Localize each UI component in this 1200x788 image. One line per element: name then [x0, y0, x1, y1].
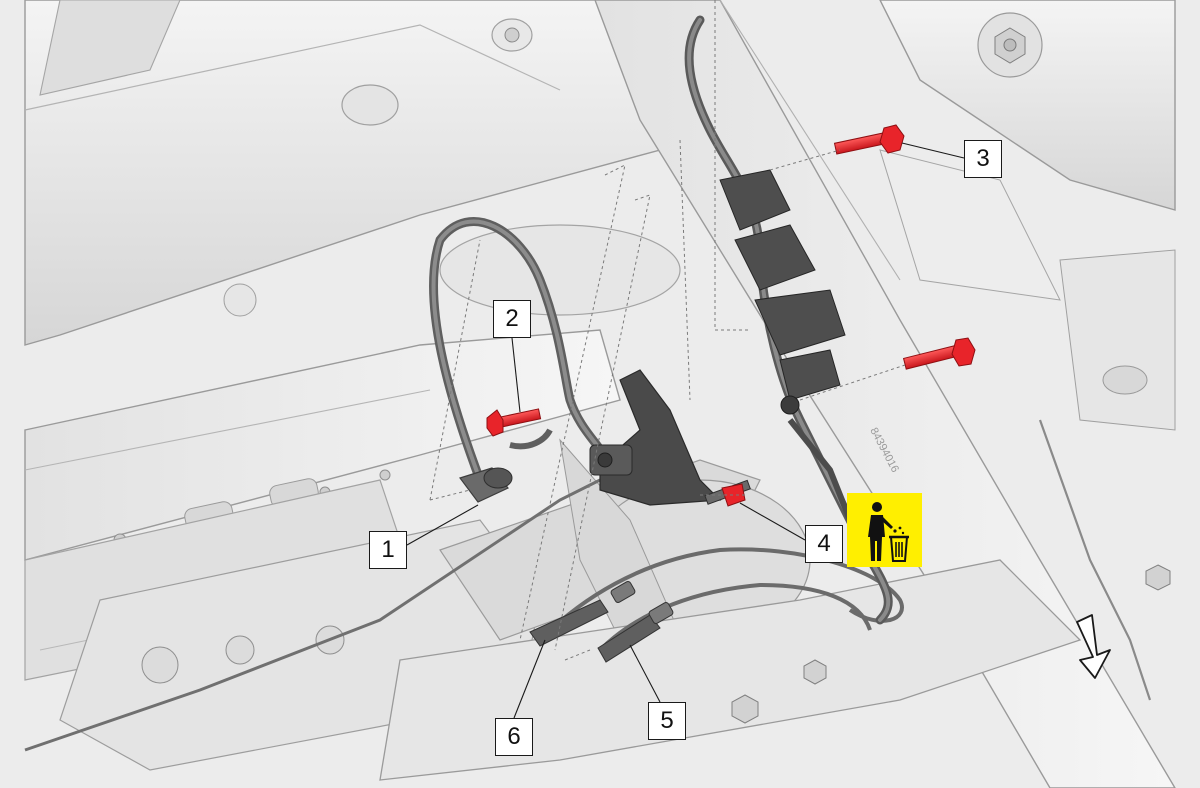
- harness-connector: [459, 467, 513, 503]
- retaining-clip-4: [704, 479, 751, 507]
- right-frame-bracket: [879, 0, 1176, 431]
- sensor-cables: [529, 547, 904, 663]
- discard-trash-icon: [847, 493, 922, 567]
- brake-line-right: [1038, 419, 1152, 701]
- callout-2: 2: [493, 300, 531, 338]
- lower-cross-member: [379, 559, 1171, 781]
- fastener-bolt-upper-right: [902, 337, 976, 370]
- callout-leaders: [406, 142, 965, 719]
- front-direction-arrow-icon: [1076, 614, 1111, 679]
- installation-guide-lines: [429, 0, 906, 661]
- callout-5: 5: [648, 702, 686, 740]
- powertrain-components: [59, 224, 811, 771]
- upper-cross-member: [24, 0, 661, 346]
- brake-line-rear: [24, 478, 601, 752]
- wheel-speed-sensor-harness: [429, 217, 610, 485]
- fastener-bolt-3: [833, 124, 905, 155]
- harness-bracket: [589, 369, 722, 506]
- callout-3: 3: [964, 140, 1002, 178]
- callout-6: 6: [495, 718, 533, 756]
- callout-4: 4: [805, 525, 843, 563]
- callout-1: 1: [369, 531, 407, 569]
- fastener-bolt-2: [486, 408, 542, 437]
